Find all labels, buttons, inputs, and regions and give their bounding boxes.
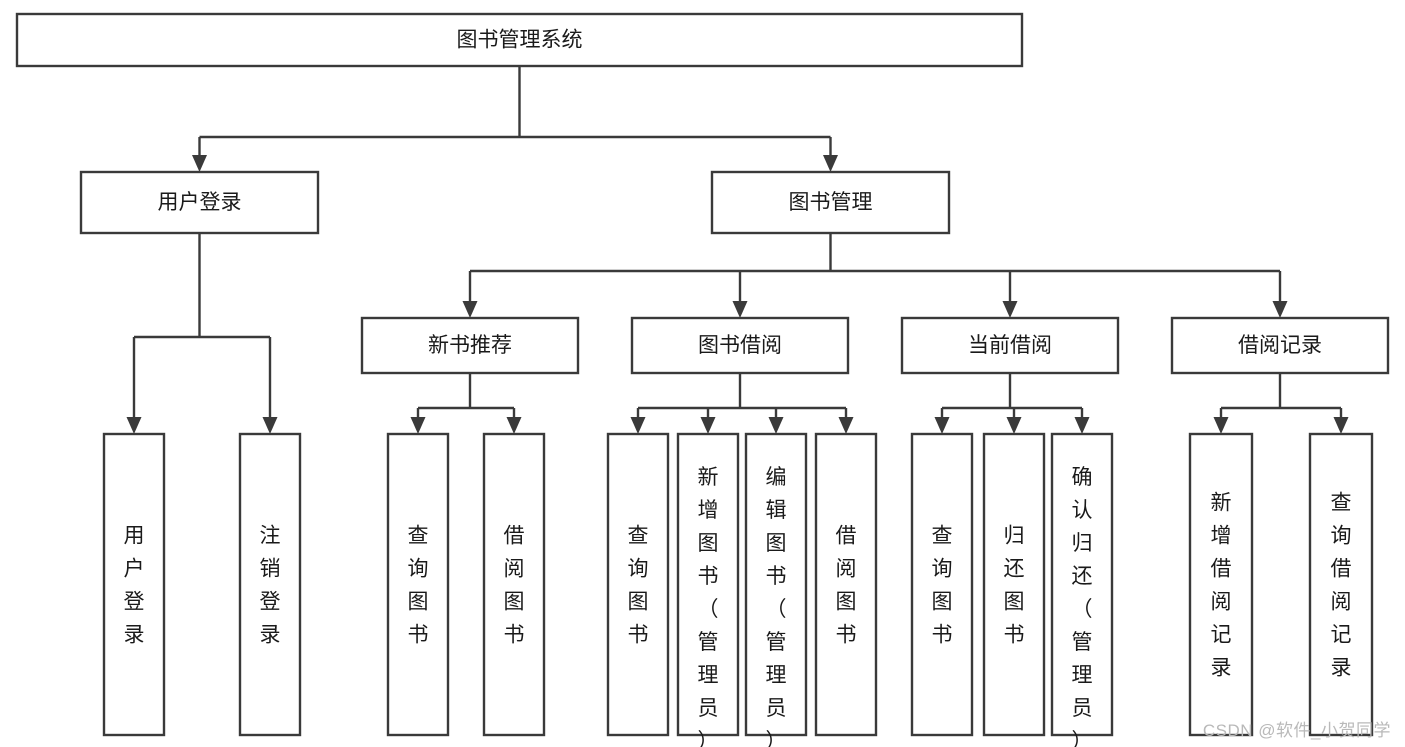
edge-group-book-borrow — [630, 373, 854, 434]
arrow-head-icon — [823, 155, 838, 172]
node-root-label: 图书管理系统 — [457, 29, 583, 52]
arrow-head-icon — [1213, 417, 1229, 434]
edge-group-user-login — [126, 233, 278, 434]
node-leaf-user-logout-box[interactable] — [238, 432, 302, 737]
node-user-login[interactable]: 用户登录 — [79, 170, 320, 235]
edge-group-root — [192, 66, 838, 172]
node-leaf-edit-book-box[interactable] — [744, 432, 808, 737]
node-leaf-add-record-label: 新增借阅记录 — [1211, 491, 1232, 679]
node-user-login-box[interactable] — [79, 170, 320, 235]
node-leaf-query-record-box[interactable] — [1308, 432, 1374, 737]
arrow-head-icon — [1272, 301, 1288, 318]
edge-group-current-borrow — [934, 373, 1090, 434]
node-leaf-add-record[interactable]: 新增借阅记录 — [1188, 432, 1254, 737]
arrow-head-icon — [1333, 417, 1349, 434]
node-leaf-borrow-book-1[interactable]: 借阅图书 — [482, 432, 546, 737]
arrow-head-icon — [934, 417, 950, 434]
node-leaf-query-book-1-box[interactable] — [386, 432, 450, 737]
node-leaf-query-book-2[interactable]: 查询图书 — [606, 432, 670, 737]
node-root[interactable]: 图书管理系统 — [15, 12, 1024, 68]
node-leaf-query-book-3[interactable]: 查询图书 — [910, 432, 974, 737]
arrow-head-icon — [1074, 417, 1090, 434]
arrow-head-icon — [630, 417, 646, 434]
node-leaf-query-book-1[interactable]: 查询图书 — [386, 432, 450, 737]
node-layer: 图书管理系统用户登录图书管理新书推荐图书借阅当前借阅借阅记录用户登录注销登录查询… — [15, 12, 1390, 747]
node-user-login-label: 用户登录 — [158, 191, 242, 214]
node-book-management-box[interactable] — [710, 170, 951, 235]
node-root-box[interactable] — [15, 12, 1024, 68]
node-leaf-return-book-label: 归还图书 — [1004, 524, 1025, 646]
arrow-head-icon — [262, 417, 278, 434]
edge-group-new-book-recommend — [410, 373, 522, 434]
node-leaf-add-book-label: 新增图书（管理员） — [698, 466, 719, 747]
node-leaf-query-book-3-box[interactable] — [910, 432, 974, 737]
node-leaf-return-book-box[interactable] — [982, 432, 1046, 737]
node-current-borrow-label: 当前借阅 — [968, 334, 1052, 357]
arrow-head-icon — [838, 417, 854, 434]
arrow-head-icon — [192, 155, 207, 172]
node-leaf-borrow-book-2[interactable]: 借阅图书 — [814, 432, 878, 737]
node-leaf-query-book-2-box[interactable] — [606, 432, 670, 737]
node-leaf-confirm-return-label: 确认归还（管理员） — [1072, 466, 1093, 747]
node-leaf-query-book-1-label: 查询图书 — [408, 524, 429, 646]
arrow-head-icon — [462, 301, 478, 318]
node-leaf-borrow-book-2-label: 借阅图书 — [836, 524, 857, 646]
node-borrow-record[interactable]: 借阅记录 — [1170, 316, 1390, 375]
arrow-head-icon — [732, 301, 748, 318]
node-leaf-confirm-return[interactable]: 确认归还（管理员） — [1050, 432, 1114, 747]
node-leaf-user-logout[interactable]: 注销登录 — [238, 432, 302, 737]
arrow-head-icon — [1002, 301, 1018, 318]
edge-group-book-management — [462, 233, 1288, 318]
node-leaf-query-record[interactable]: 查询借阅记录 — [1308, 432, 1374, 737]
node-leaf-confirm-return-box[interactable] — [1050, 432, 1114, 737]
node-book-management[interactable]: 图书管理 — [710, 170, 951, 235]
node-leaf-query-book-2-label: 查询图书 — [628, 524, 649, 646]
watermark-label: CSDN @软件_小贺同学 — [1202, 721, 1391, 740]
node-book-borrow-label: 图书借阅 — [698, 334, 782, 357]
node-leaf-borrow-book-2-box[interactable] — [814, 432, 878, 737]
node-leaf-return-book[interactable]: 归还图书 — [982, 432, 1046, 737]
node-borrow-record-label: 借阅记录 — [1238, 334, 1322, 357]
node-current-borrow-box[interactable] — [900, 316, 1120, 375]
node-leaf-user-logout-label: 注销登录 — [260, 524, 281, 646]
node-book-borrow[interactable]: 图书借阅 — [630, 316, 850, 375]
arrow-head-icon — [410, 417, 426, 434]
edge-group-borrow-record — [1213, 373, 1349, 434]
node-leaf-add-record-box[interactable] — [1188, 432, 1254, 737]
node-book-management-label: 图书管理 — [789, 191, 873, 214]
node-leaf-borrow-book-1-label: 借阅图书 — [504, 524, 525, 646]
node-leaf-edit-book[interactable]: 编辑图书（管理员） — [744, 432, 808, 747]
node-new-book-recommend-label: 新书推荐 — [428, 334, 512, 357]
node-leaf-query-record-label: 查询借阅记录 — [1331, 491, 1352, 679]
arrow-head-icon — [768, 417, 784, 434]
arrow-head-icon — [506, 417, 522, 434]
node-leaf-user-login-label: 用户登录 — [124, 524, 145, 646]
node-leaf-query-book-3-label: 查询图书 — [932, 524, 953, 646]
node-book-borrow-box[interactable] — [630, 316, 850, 375]
node-current-borrow[interactable]: 当前借阅 — [900, 316, 1120, 375]
node-new-book-recommend-box[interactable] — [360, 316, 580, 375]
node-leaf-borrow-book-1-box[interactable] — [482, 432, 546, 737]
node-leaf-edit-book-label: 编辑图书（管理员） — [766, 466, 787, 747]
node-leaf-add-book[interactable]: 新增图书（管理员） — [676, 432, 740, 747]
connector-layer — [126, 66, 1349, 434]
node-leaf-user-login[interactable]: 用户登录 — [102, 432, 166, 737]
node-leaf-add-book-box[interactable] — [676, 432, 740, 737]
arrow-head-icon — [700, 417, 716, 434]
node-new-book-recommend[interactable]: 新书推荐 — [360, 316, 580, 375]
arrow-head-icon — [126, 417, 142, 434]
node-leaf-user-login-box[interactable] — [102, 432, 166, 737]
node-borrow-record-box[interactable] — [1170, 316, 1390, 375]
arrow-head-icon — [1006, 417, 1022, 434]
